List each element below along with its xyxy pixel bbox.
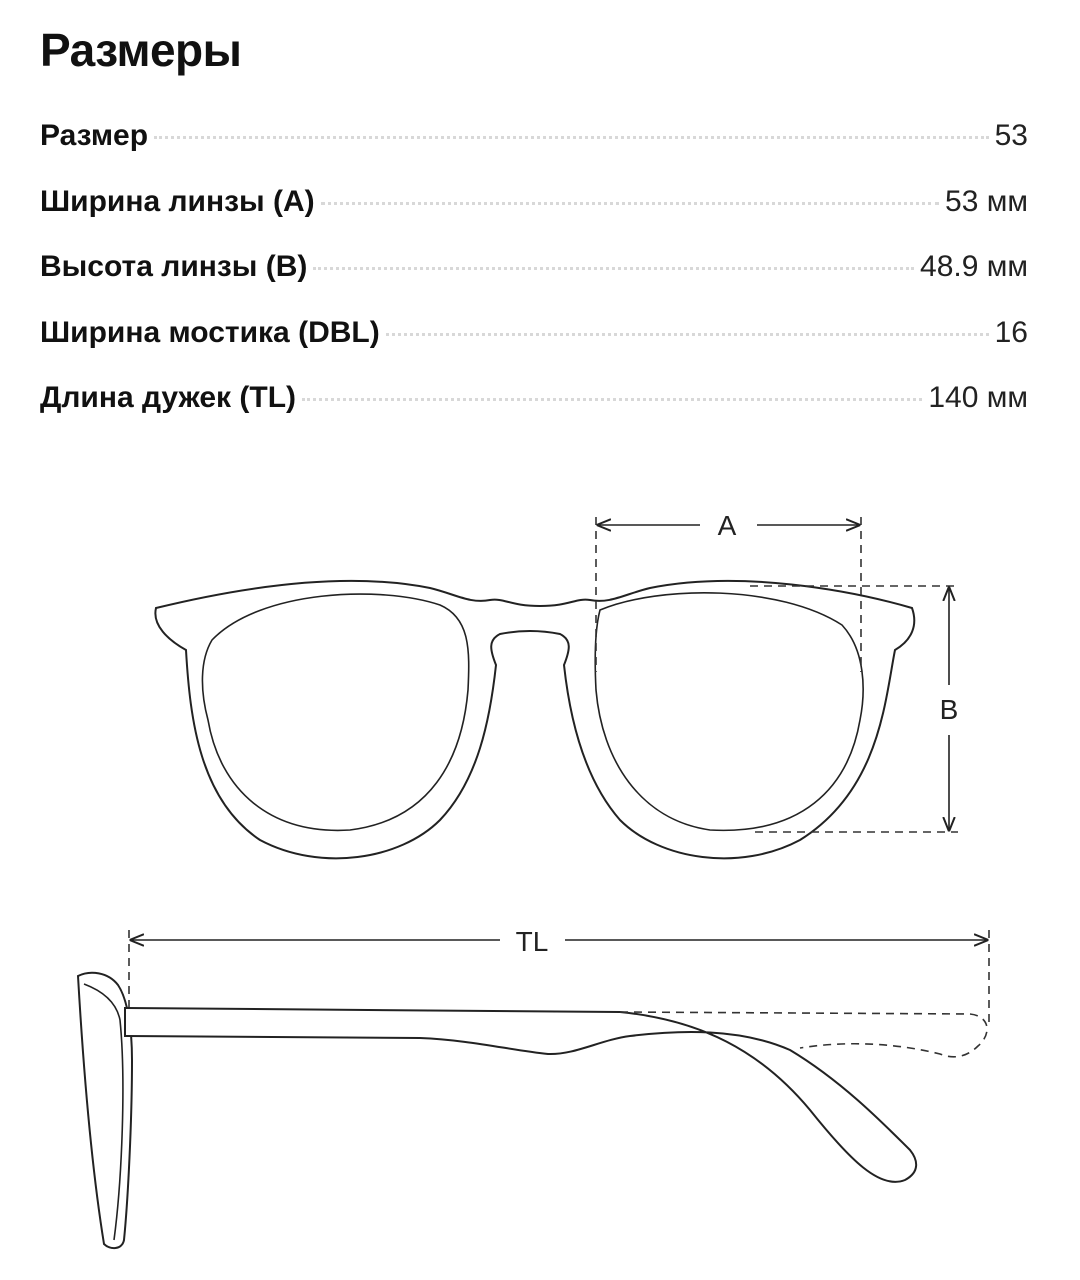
spec-row-lens-width: Ширина линзы (A) 53 мм [40, 174, 1028, 240]
front-frame-outline [154, 579, 916, 860]
temple-arm [124, 1006, 918, 1183]
spec-row-lens-height: Высота линзы (B) 48.9 мм [40, 239, 1028, 305]
spec-value: 140 мм [928, 381, 1028, 414]
side-lens-edge [83, 983, 124, 1241]
size-spec-list: Размер 53 Ширина линзы (A) 53 мм Высота … [40, 108, 1028, 436]
glasses-side-view: TL [76, 926, 990, 1250]
dotted-leader [385, 332, 989, 336]
spec-label: Высота линзы (B) [40, 250, 308, 283]
spec-label: Ширина мостика (DBL) [40, 315, 380, 349]
right-lens-outline [594, 592, 864, 832]
spec-value: 53 [994, 119, 1028, 152]
spec-value: 53 мм [945, 184, 1028, 218]
spec-value: 48.9 мм [920, 250, 1028, 283]
spec-row-bridge-width: Ширина мостика (DBL) 16 [40, 305, 1028, 371]
spec-label: Длина дужек (TL) [40, 381, 297, 414]
dimension-label-a: A [718, 510, 737, 541]
temple-straight-outline [619, 1011, 988, 1058]
dimension-label-tl: TL [516, 926, 549, 957]
spec-label: Ширина линзы (A) [40, 184, 315, 218]
dimension-label-b: B [940, 694, 959, 725]
spec-value: 16 [994, 315, 1028, 349]
dotted-leader [313, 267, 915, 270]
spec-row-size: Размер 53 [40, 108, 1028, 174]
page-title: Размеры [40, 24, 242, 76]
spec-row-temple-length: Длина дужек (TL) 140 мм [40, 370, 1028, 436]
left-lens-outline [201, 593, 470, 832]
dotted-leader [302, 398, 923, 401]
dotted-leader [320, 201, 940, 205]
dotted-leader [154, 136, 989, 139]
glasses-front-view: A B [154, 510, 959, 860]
spec-label: Размер [40, 119, 149, 152]
side-frame-front [76, 971, 134, 1250]
